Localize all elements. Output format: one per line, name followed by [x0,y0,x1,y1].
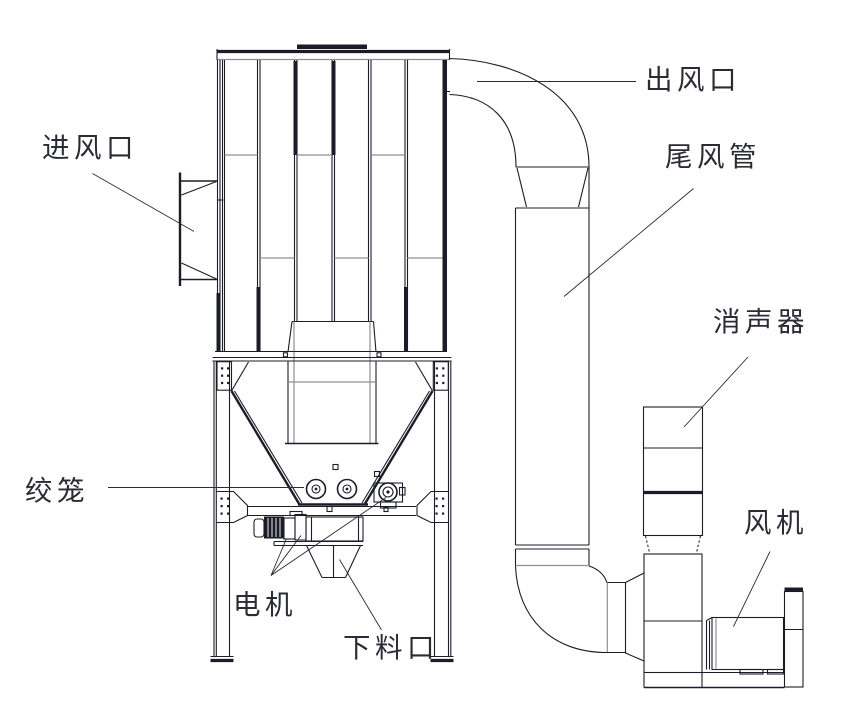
hopper-bolt [332,463,339,471]
lower-gusset-right [416,490,449,524]
discharge-chute [306,545,361,579]
conveyor-trough [273,516,364,547]
air-inlet-duct [178,172,224,286]
upper-gusset-right [432,361,449,391]
silencer-stack [642,406,704,553]
bottom-elbow-inner [588,565,608,583]
fan-inlet-connector [606,572,645,662]
label-silencer: 消声器 [713,306,809,338]
leader-tail-duct [563,188,694,297]
hopper [230,361,434,517]
fan-casing [643,553,703,674]
label-motor: 电机 [233,589,297,621]
leg-left [210,361,234,663]
bag-dividers [256,60,409,352]
leader-silencer [683,356,749,428]
top-hatch-plate [297,44,367,49]
support-frame [210,356,454,663]
fan-motor [705,616,785,675]
auger-gearmotor [373,470,406,509]
top-elbow-inner [449,93,517,168]
label-air-outlet: 出风口 [645,64,741,96]
flex-connector [515,166,590,209]
leader-motor-2 [270,535,302,576]
annotations: 进风口 出风口 尾风管 消声器 风机 绞笼 电机 下料口 [25,64,809,664]
label-air-inlet: 进风口 [42,132,138,164]
leader-air-inlet [92,173,195,232]
hopper-center-duct [285,361,379,445]
auger-bearing-right [336,478,358,500]
fan-base [643,671,785,689]
bottom-elbow-outer [514,565,607,654]
label-fan: 风机 [744,507,808,539]
label-tail-duct: 尾风管 [665,141,761,173]
auger-bearing-left [305,478,327,500]
leg-right [430,361,454,663]
label-discharge-outlet: 下料口 [343,632,439,664]
conveyor-motor [264,516,284,539]
fan-assembly [643,553,804,689]
motor-endcap [253,518,265,538]
bag-section-joints [224,154,443,259]
upper-gusset-left [216,361,233,391]
outlet-duct [443,57,645,662]
leader-discharge-outlet [339,559,382,631]
top-elbow-outer [448,57,590,168]
leader-motor-3 [270,497,387,576]
screw-conveyor-assembly [253,510,364,579]
label-screw-conveyor: 绞笼 [25,475,89,507]
lower-gusset-left [216,490,249,524]
fan-outlet-stand [783,587,804,688]
baghouse-body [215,44,451,444]
tail-duct-run [514,167,590,567]
right-wall [442,60,447,352]
leader-fan [733,551,771,627]
leader-motor-1 [270,538,287,576]
